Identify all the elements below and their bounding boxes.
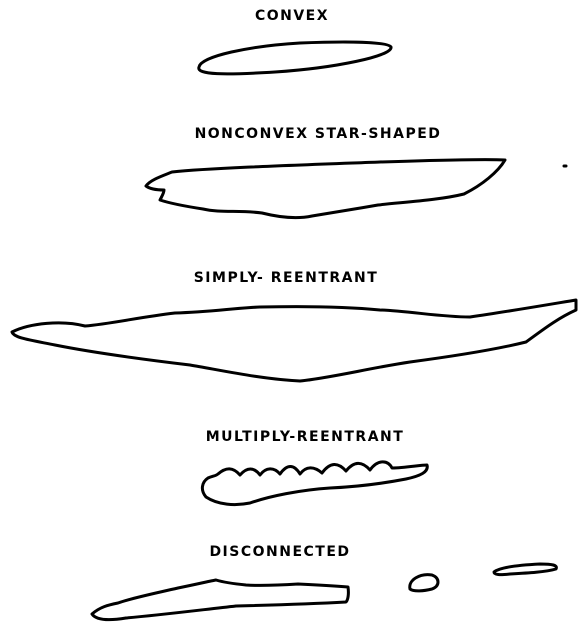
disconnected-shape-large xyxy=(92,580,348,620)
multiply-reentrant-section: MULTIPLY-REENTRANT xyxy=(202,429,427,505)
disconnected-section: DISCONNECTED xyxy=(92,544,556,620)
nonconvex-star-shaped-section: NONCONVEX STAR-SHAPED xyxy=(146,126,566,218)
convex-section: CONVEX xyxy=(199,8,391,74)
disconnected-label: DISCONNECTED xyxy=(209,544,350,560)
convex-label: CONVEX xyxy=(255,8,329,24)
convex-shape xyxy=(199,42,391,74)
nonconvex-star-shaped-label: NONCONVEX STAR-SHAPED xyxy=(195,126,442,142)
disconnected-shape-small xyxy=(410,575,438,591)
multiply-reentrant-label: MULTIPLY-REENTRANT xyxy=(206,429,405,445)
simply-reentrant-shape xyxy=(12,300,576,381)
simply-reentrant-section: SIMPLY- REENTRANT xyxy=(12,270,576,381)
simply-reentrant-label: SIMPLY- REENTRANT xyxy=(194,270,379,286)
multiply-reentrant-shape xyxy=(202,462,427,505)
disconnected-shape-thin xyxy=(494,564,556,575)
nonconvex-star-shaped-shape xyxy=(146,160,505,218)
